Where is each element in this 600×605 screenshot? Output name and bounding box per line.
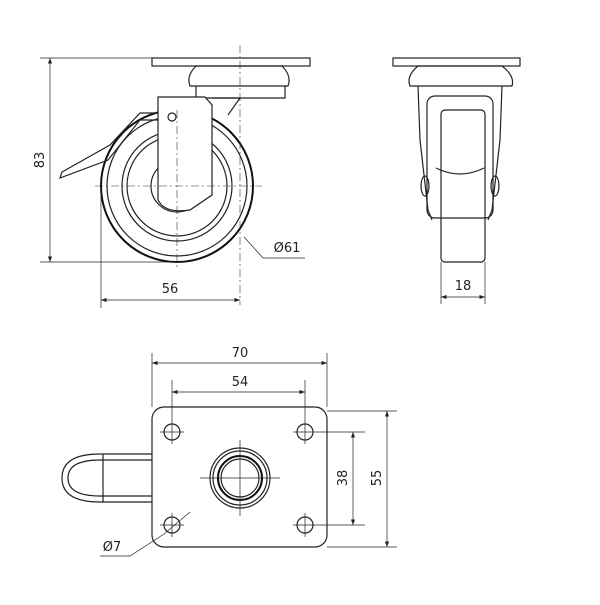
swivel-housing	[188, 65, 290, 87]
top-view: 70 54 38 55 Ø7	[61, 346, 397, 557]
dim-height: 83	[33, 152, 48, 169]
brake-lever	[59, 112, 158, 180]
dim-hole-spacing-y: 38	[336, 470, 351, 487]
dim-width: 56	[162, 282, 179, 297]
dim-wheel-diameter: Ø61	[274, 241, 301, 256]
brake-loop	[61, 453, 152, 503]
wheel-front	[440, 109, 486, 263]
dim-plate-width: 70	[232, 346, 249, 361]
fork	[157, 96, 213, 212]
dim-hole-diameter: Ø7	[103, 540, 122, 555]
dim-plate-depth: 55	[370, 470, 385, 487]
dim-hole-spacing-x: 54	[232, 375, 249, 390]
side-view: 83 56 Ø61	[33, 45, 311, 308]
dim-wheel-width: 18	[455, 279, 472, 294]
front-view: 18	[392, 57, 521, 304]
mounting-plate	[151, 406, 328, 548]
